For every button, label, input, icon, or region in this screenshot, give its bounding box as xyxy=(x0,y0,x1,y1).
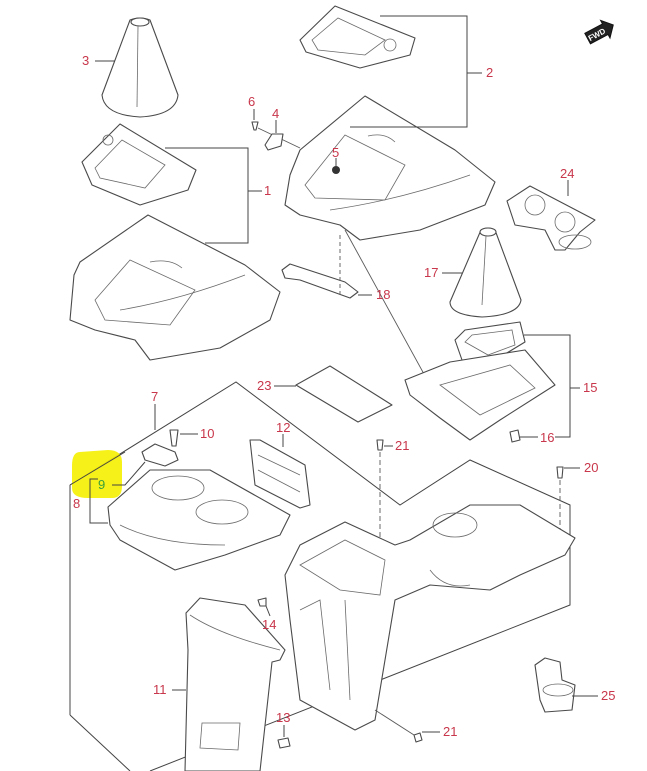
forward-arrow-icon: FWD xyxy=(584,19,614,45)
callout-25: 25 xyxy=(601,688,615,703)
callout-21-lower: 21 xyxy=(443,724,457,739)
callout-16: 16 xyxy=(540,430,554,445)
part-24-cup-holder xyxy=(506,185,596,251)
part-15-shift-bezel xyxy=(404,321,556,441)
callout-8: 8 xyxy=(73,496,80,511)
part-2-console-upper xyxy=(284,95,496,241)
part-14-screw xyxy=(257,597,267,607)
callout-24: 24 xyxy=(560,166,574,181)
callout-7: 7 xyxy=(151,389,158,404)
part-4-clip xyxy=(264,133,284,151)
callout-14: 14 xyxy=(262,617,276,632)
callout-20: 20 xyxy=(584,460,598,475)
callout-15: 15 xyxy=(583,380,597,395)
callout-12: 12 xyxy=(276,420,290,435)
part-8-cup-tray xyxy=(107,469,291,571)
part-13-clip xyxy=(277,737,291,749)
part-3-shift-boot xyxy=(101,17,179,118)
part-1-console-lower xyxy=(69,214,281,361)
callout-21-upper: 21 xyxy=(395,438,409,453)
callout-2: 2 xyxy=(486,65,493,80)
part-10-screw xyxy=(169,429,179,447)
callout-6: 6 xyxy=(248,94,255,109)
part-18-bracket xyxy=(281,263,359,299)
callout-9-highlighted: 9 xyxy=(98,477,105,492)
callout-11: 11 xyxy=(153,682,167,697)
callout-10: 10 xyxy=(200,426,214,441)
part-5-nut xyxy=(332,166,340,174)
part-9-clip xyxy=(141,443,179,467)
part-21-screw-upper xyxy=(376,439,384,451)
callout-3: 3 xyxy=(82,53,89,68)
part-25-insert xyxy=(534,657,576,713)
callout-23: 23 xyxy=(257,378,271,393)
part-21-screw-lower xyxy=(413,732,423,743)
callout-18: 18 xyxy=(376,287,390,302)
part-12-lid xyxy=(249,439,311,509)
callout-4: 4 xyxy=(272,106,279,121)
part-17-shift-boot xyxy=(449,227,522,318)
callout-17: 17 xyxy=(424,265,438,280)
part-2-bezel xyxy=(299,5,416,69)
part-23-pad xyxy=(295,365,393,423)
callout-5: 5 xyxy=(332,145,339,160)
part-7-console-body xyxy=(284,504,576,731)
part-11-side-panel xyxy=(184,597,286,771)
part-6-screw xyxy=(251,121,259,131)
callout-13: 13 xyxy=(276,710,290,725)
part-1-bezel xyxy=(81,123,197,206)
callout-1: 1 xyxy=(264,183,271,198)
highlight-blob xyxy=(72,450,122,498)
part-16-clip xyxy=(509,429,521,443)
part-20-screw xyxy=(556,466,564,479)
